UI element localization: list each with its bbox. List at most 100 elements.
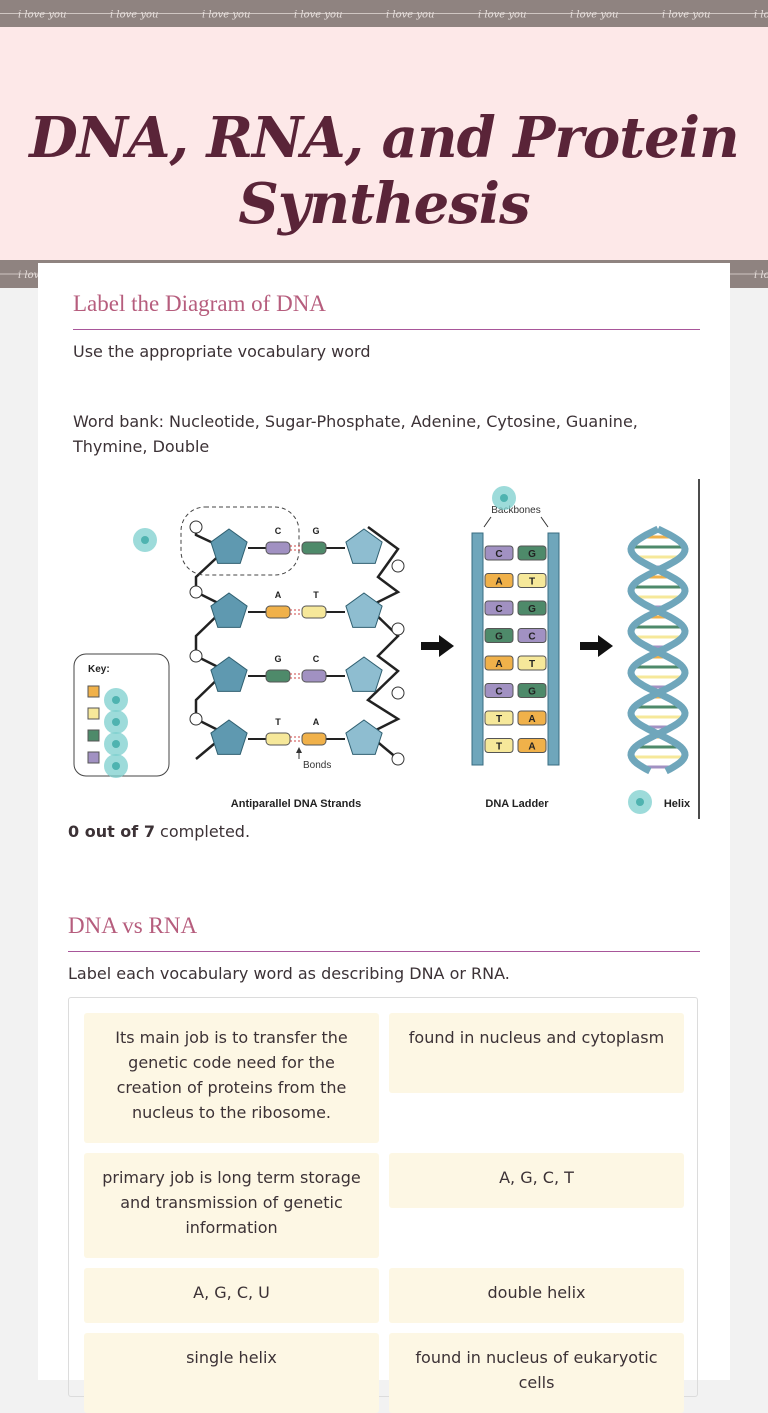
arrow-right-icon <box>580 635 613 657</box>
ladder-base-letter: C <box>528 632 535 643</box>
instruction-text: Label each vocabulary word as describing… <box>68 964 510 983</box>
ladder-base-letter: G <box>528 604 536 615</box>
left-backbone <box>189 520 229 760</box>
ladder-base-letter: T <box>529 659 535 670</box>
ladder-base-left <box>484 545 514 561</box>
hotspot-dot <box>112 718 120 726</box>
ladder-base-right <box>517 573 547 588</box>
phosphate-circle <box>189 520 203 534</box>
ladder-base-right <box>517 655 547 671</box>
section-heading-label-diagram: Label the Diagram of DNA <box>73 291 326 316</box>
ladder-base-letter: G <box>528 549 536 560</box>
ladder-base-letter: A <box>495 659 502 670</box>
draggable-word-card[interactable]: A, G, C, U <box>84 1268 379 1323</box>
hotspot-dot <box>112 696 120 704</box>
double-helix-illustration <box>627 525 689 775</box>
key-swatch-guanine <box>87 729 100 742</box>
ladder-base-left <box>484 710 514 726</box>
nucleotide-outline <box>180 506 300 576</box>
sugar-pentagon-left <box>210 528 248 564</box>
bonds-arrowhead <box>296 747 302 753</box>
right-backbone <box>365 525 405 766</box>
base-letter: G <box>274 654 281 664</box>
ladder-base-left <box>484 628 514 643</box>
ladder-base-left <box>484 738 514 753</box>
ladder-base-letter: G <box>528 687 536 698</box>
hotspot-dot <box>500 494 508 502</box>
sugar-pentagon-right <box>345 592 383 628</box>
hotspot-dot <box>112 762 120 770</box>
sugar-pentagon-right <box>345 656 383 692</box>
word-bank-text: Word bank: Nucleotide, Sugar-Phosphate, … <box>73 412 638 456</box>
helix-strand <box>627 525 689 775</box>
section-heading-dna-vs-rna: DNA vs RNA <box>68 913 198 938</box>
draggable-word-card[interactable]: primary job is long term storage and tra… <box>84 1153 379 1258</box>
arrow-right-icon <box>421 635 454 657</box>
base-block-left <box>265 669 291 683</box>
instruction-text: Use the appropriate vocabulary word <box>73 342 371 361</box>
draggable-word-card[interactable]: found in nucleus and cytoplasm <box>389 1013 684 1093</box>
progress-text: 0 out of 7 completed. <box>68 819 688 844</box>
base-letter: A <box>275 590 282 600</box>
draggable-word-card[interactable]: single helix <box>84 1333 379 1413</box>
sugar-pentagon-left <box>210 656 248 692</box>
draggable-word-card[interactable]: A, G, C, T <box>389 1153 684 1208</box>
ladder-caption: DNA Ladder <box>485 798 549 810</box>
section-divider <box>68 951 700 952</box>
ladder-backbone-right <box>547 532 560 766</box>
phosphate-circle <box>391 622 405 636</box>
key-swatch-thymine <box>87 707 100 720</box>
base-letter: C <box>275 526 282 536</box>
base-block-left <box>265 541 291 555</box>
phosphate-circle <box>189 585 203 599</box>
base-letter: G <box>312 526 319 536</box>
sugar-pentagon-left <box>210 719 248 755</box>
ladder-base-letter: C <box>495 549 502 560</box>
phosphate-circle <box>391 686 405 700</box>
base-letter: T <box>275 717 281 727</box>
band-script-text: i love you <box>570 10 618 21</box>
band-script-text: i love you <box>478 10 526 21</box>
ladder-base-right <box>517 738 547 753</box>
ladder-base-left <box>484 600 514 616</box>
band-script-text: i love you <box>754 270 768 281</box>
ladder-base-right <box>517 545 547 561</box>
key-swatch-cytosine <box>87 751 100 764</box>
band-script-text: i love you <box>110 10 158 21</box>
base-letter: T <box>313 590 319 600</box>
band-script-text: i love you <box>662 10 710 21</box>
base-block-right <box>301 605 327 619</box>
progress-suffix: completed. <box>154 822 251 841</box>
ladder-base-left <box>484 683 514 698</box>
ladder-base-right <box>517 683 547 698</box>
base-block-right <box>301 541 327 555</box>
draggable-word-card[interactable]: double helix <box>389 1268 684 1323</box>
ladder-base-right <box>517 600 547 616</box>
ladder-base-letter: T <box>496 714 502 725</box>
sugar-pentagon-left <box>210 592 248 628</box>
phosphate-circle <box>391 559 405 573</box>
ladder-base-letter: A <box>528 742 535 753</box>
ladder-base-left <box>484 573 514 588</box>
band-script-text: i love you <box>386 10 434 21</box>
draggable-word-card[interactable]: found in nucleus of eukaryotic cells <box>389 1333 684 1413</box>
ladder-base-letter: T <box>496 742 502 753</box>
page-header: DNA, RNA, and Protein Synthesis <box>0 27 768 260</box>
bonds-label: Bonds <box>303 760 331 771</box>
helix-caption: Helix <box>664 798 691 810</box>
base-letter: C <box>313 654 320 664</box>
key-swatch-adenine <box>87 685 100 698</box>
ladder-base-letter: A <box>528 714 535 725</box>
ladder-backbone-left <box>471 532 484 766</box>
hotspot-dot <box>636 798 644 806</box>
page-title: DNA, RNA, and Protein Synthesis <box>29 105 739 237</box>
sugar-pentagon-right <box>345 528 383 564</box>
base-block-left <box>265 605 291 619</box>
phosphate-circle <box>391 752 405 766</box>
hotspot-dot <box>141 536 149 544</box>
draggable-word-card[interactable]: Its main job is to transfer the genetic … <box>84 1013 379 1143</box>
backbones-label: Backbones <box>491 505 540 516</box>
ladder-base-left <box>484 655 514 671</box>
base-letter: A <box>313 717 320 727</box>
